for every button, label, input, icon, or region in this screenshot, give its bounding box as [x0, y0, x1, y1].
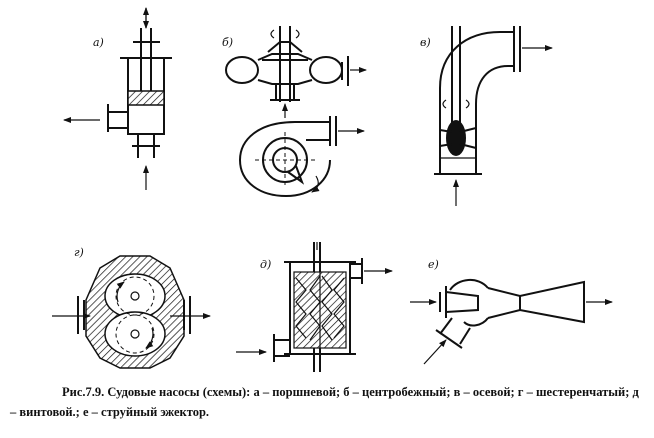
label-b: б): [222, 36, 233, 49]
label-v: в): [420, 36, 431, 49]
label-g: г): [74, 246, 84, 259]
label-a: а): [93, 36, 104, 49]
screw-pump-diagram: д): [236, 242, 393, 372]
label-d: д): [260, 258, 271, 271]
label-e: е): [428, 258, 439, 271]
axial-pump-diagram: в): [420, 26, 553, 206]
piston-pump-diagram: а): [63, 7, 172, 190]
gear-pump-diagram: г): [52, 246, 211, 369]
jet-ejector-diagram: е): [410, 258, 613, 365]
figure-caption: Рис.7.9. Судовые насосы (схемы): а – пор…: [10, 385, 639, 419]
centrifugal-pump-diagram: б): [222, 26, 367, 198]
